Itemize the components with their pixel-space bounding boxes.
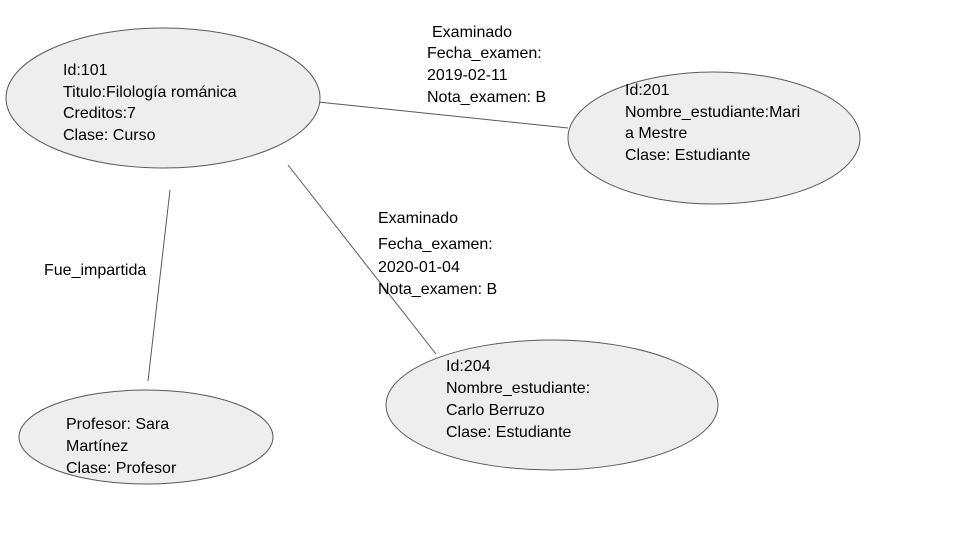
- edge-examinado-carlo[interactable]: [287, 164, 437, 355]
- maria-id: Id:201: [625, 82, 670, 99]
- label-fecha: Fecha_examen:: [378, 236, 493, 253]
- edge-fue-impartida[interactable]: [147, 189, 171, 382]
- profesor-nombre-cont: Martínez: [66, 438, 128, 455]
- curso-id: Id:101: [63, 62, 108, 79]
- examinado-maria-label: Examinado Fecha_examen: 2019-02-11 Nota_…: [427, 24, 546, 106]
- node-estudiante-maria[interactable]: [567, 71, 861, 205]
- label-fecha-value: 2019-02-11: [427, 67, 508, 84]
- maria-nombre-cont: a Mestre: [625, 125, 687, 142]
- profesor-nombre: Profesor: Sara: [66, 416, 169, 433]
- carlo-nombre-cont: Carlo Berruzo: [446, 402, 545, 419]
- examinado-carlo-label: Examinado Fecha_examen: 2020-01-04 Nota_…: [378, 210, 497, 298]
- label-examinado: Examinado: [378, 210, 458, 227]
- label-fue-impartida: Fue_impartida: [44, 262, 146, 279]
- label-nota: Nota_examen: B: [378, 281, 497, 298]
- curso-clase: Clase: Curso: [63, 127, 156, 144]
- node-profesor[interactable]: [18, 389, 274, 485]
- maria-nombre: Nombre_estudiante:Mari: [625, 104, 800, 121]
- label-fecha: Fecha_examen:: [427, 45, 542, 62]
- label-nota: Nota_examen: B: [427, 89, 546, 106]
- carlo-clase: Clase: Estudiante: [446, 424, 572, 441]
- curso-creditos: Creditos:7: [63, 105, 136, 122]
- curso-titulo: Titulo:Filología románica: [63, 84, 237, 101]
- carlo-text: Id:204 Nombre_estudiante: Carlo Berruzo …: [446, 358, 590, 441]
- carlo-id: Id:204: [446, 358, 491, 375]
- node-curso[interactable]: [5, 27, 321, 169]
- maria-text: Id:201 Nombre_estudiante:Mari a Mestre C…: [625, 82, 800, 164]
- profesor-text: Profesor: Sara Martínez Clase: Profesor: [66, 416, 177, 477]
- label-fecha-value: 2020-01-04: [378, 259, 460, 276]
- edge-examinado-maria[interactable]: [317, 101, 569, 129]
- profesor-clase: Clase: Profesor: [66, 460, 177, 477]
- carlo-nombre: Nombre_estudiante:: [446, 380, 590, 397]
- maria-clase: Clase: Estudiante: [625, 147, 751, 164]
- curso-text: Id:101 Titulo:Filología románica Credito…: [63, 62, 237, 144]
- label-examinado: Examinado: [432, 24, 512, 41]
- node-estudiante-carlo[interactable]: [385, 339, 719, 471]
